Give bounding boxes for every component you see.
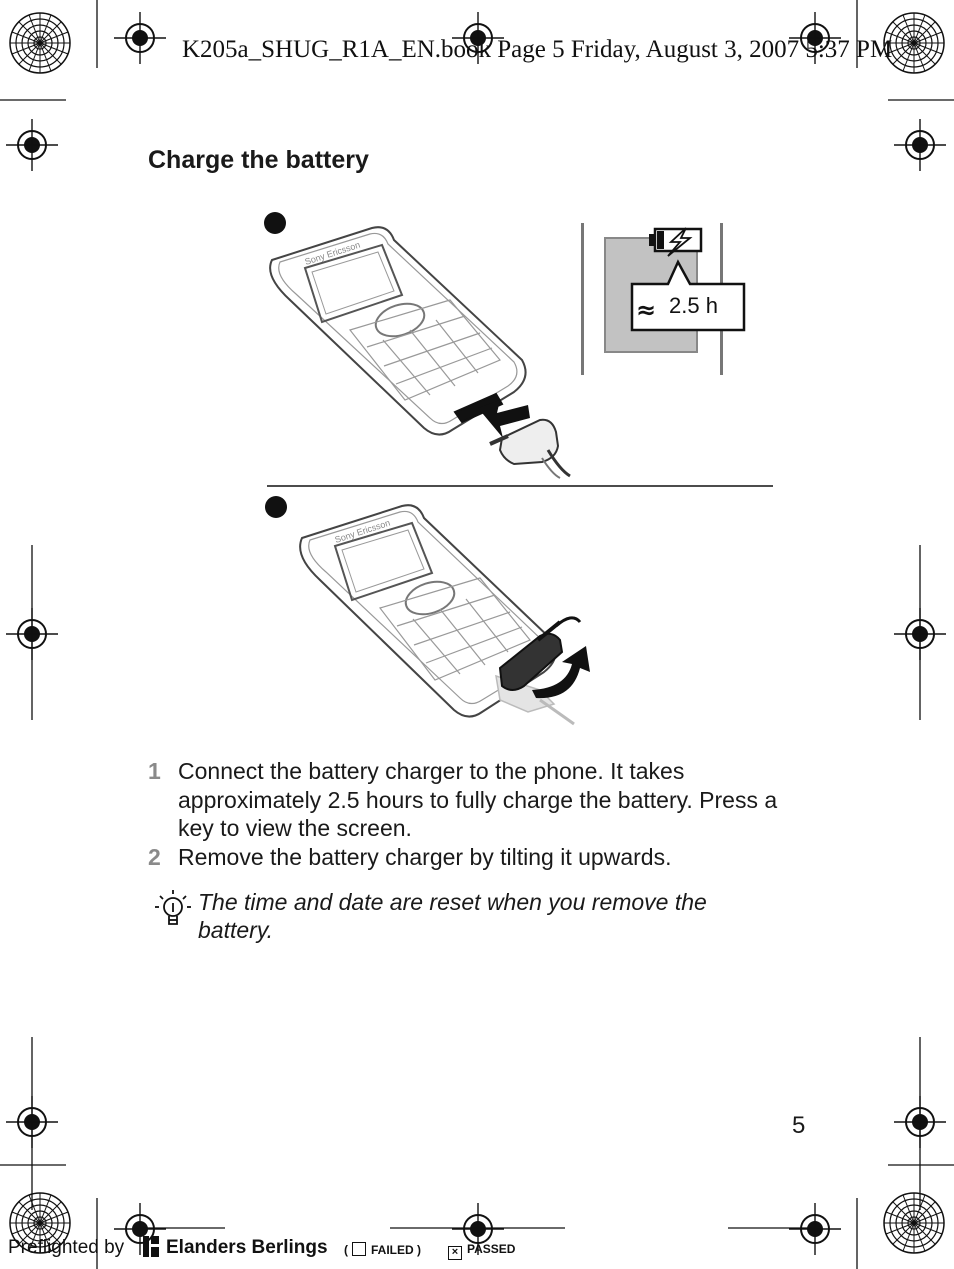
lightbulb-icon (155, 890, 191, 925)
company-name: Elanders Berlings (166, 1237, 328, 1258)
header-file-info: K205a_SHUG_R1A_EN.book Page 5 Friday, Au… (182, 36, 893, 63)
step-number-2: 2 (148, 844, 161, 870)
registration-mark-left-top (5, 118, 59, 172)
step-text-1: Connect the battery charger to the phone… (178, 758, 778, 841)
registration-star-bottom-right (883, 1192, 945, 1254)
charger-plug-1 (489, 418, 571, 479)
page-title: Charge the battery (148, 146, 369, 174)
failed-status: ( FAILED ) (344, 1242, 421, 1257)
page-number: 5 (792, 1112, 806, 1139)
failed-label: FAILED (371, 1243, 414, 1257)
charge-time-label: 2.5 h (669, 293, 718, 318)
figure-step-1: Sony Ericsson ≈ 2.5 h (264, 212, 746, 479)
passed-label: PASSED (467, 1242, 516, 1256)
tip-note: The time and date are reset when you rem… (198, 889, 707, 943)
tilt-up-arrow-icon (532, 646, 590, 699)
approx-symbol: ≈ (636, 296, 656, 324)
step-number-1: 1 (148, 758, 161, 784)
failed-checkbox-icon (352, 1242, 366, 1256)
registration-mark-right-top (893, 118, 947, 172)
passed-checkbox-icon: × (448, 1246, 462, 1260)
figure-step-2: Sony Ericsson (265, 496, 590, 726)
phone-illustration-2 (299, 504, 557, 718)
registration-star-top-right (883, 12, 945, 74)
insert-arrow-icon (478, 400, 530, 438)
phone-illustration-1 (269, 226, 527, 436)
battery-charging-icon (649, 227, 703, 257)
elanders-logo-icon (143, 1236, 159, 1257)
charger-plug-2 (495, 616, 582, 726)
paren-close: ) (417, 1243, 422, 1257)
charging-screen-illustration (581, 223, 746, 375)
registration-mark-top-1 (113, 11, 167, 65)
passed-status: × PASSED (444, 1242, 515, 1260)
step-text-2: Remove the battery charger by tilting it… (178, 844, 672, 870)
preflighted-by-label: Preflighted by (8, 1237, 125, 1258)
registration-star-top-left (9, 12, 71, 74)
registration-mark-bottom-3 (788, 1202, 842, 1256)
paren-open: ( (344, 1243, 348, 1257)
